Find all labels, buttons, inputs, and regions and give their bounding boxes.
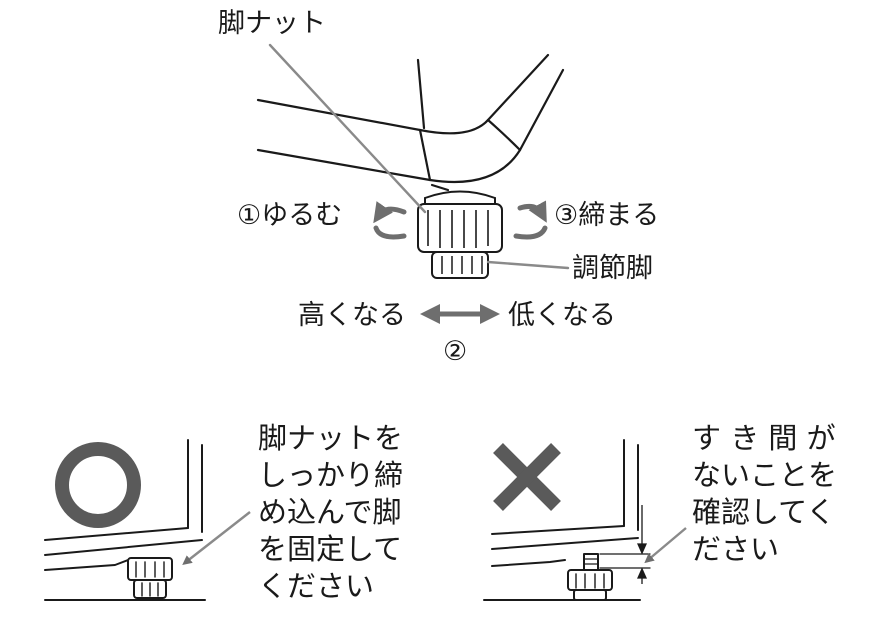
bad-line: す き 間 が [692,421,836,455]
tighten-rotation-arrow [517,200,547,223]
gap-dimension-marker [636,505,648,584]
step2-label: ② [443,336,468,367]
good-line: め込んで脚 [258,495,402,529]
nut-leader-line [268,43,427,214]
good-leader-arrow [182,511,251,565]
good-line: ください [258,569,375,603]
higher-label: 高くなる [298,300,406,331]
bad-leader-arrow [644,527,687,564]
bad-example-drawing [483,439,651,601]
loosen-lower-arc [373,225,407,240]
tighten-lower-arc [513,225,548,240]
circle-correct-mark [55,442,141,528]
cross-wrong-mark [493,443,561,511]
good-instruction-text: 脚ナットを しっかり締 め込んで脚 を固定して ください [258,420,403,605]
foot-label: 調節脚 [572,253,653,284]
loosen-label: ①ゆるむ [237,200,343,231]
good-line: 脚ナットを [258,421,404,455]
foot-leader-line [486,260,570,270]
good-example-drawing [44,439,206,601]
lower-label: 低くなる [508,300,616,331]
bad-line: ださい [692,532,780,566]
tighten-label: ③締まる [554,200,660,231]
foot-nut-assembly [417,190,503,279]
appliance-body [256,53,565,192]
loosen-rotation-arrow [373,201,407,224]
nut-label: 脚ナット [218,8,326,39]
good-line: を固定して [258,532,403,566]
bad-line: ないことを [692,458,838,492]
bad-line: 確認してく [692,495,836,529]
bad-instruction-text: す き 間 が ないことを 確認してく ださい [692,420,837,568]
good-line: しっかり締 [258,458,404,492]
